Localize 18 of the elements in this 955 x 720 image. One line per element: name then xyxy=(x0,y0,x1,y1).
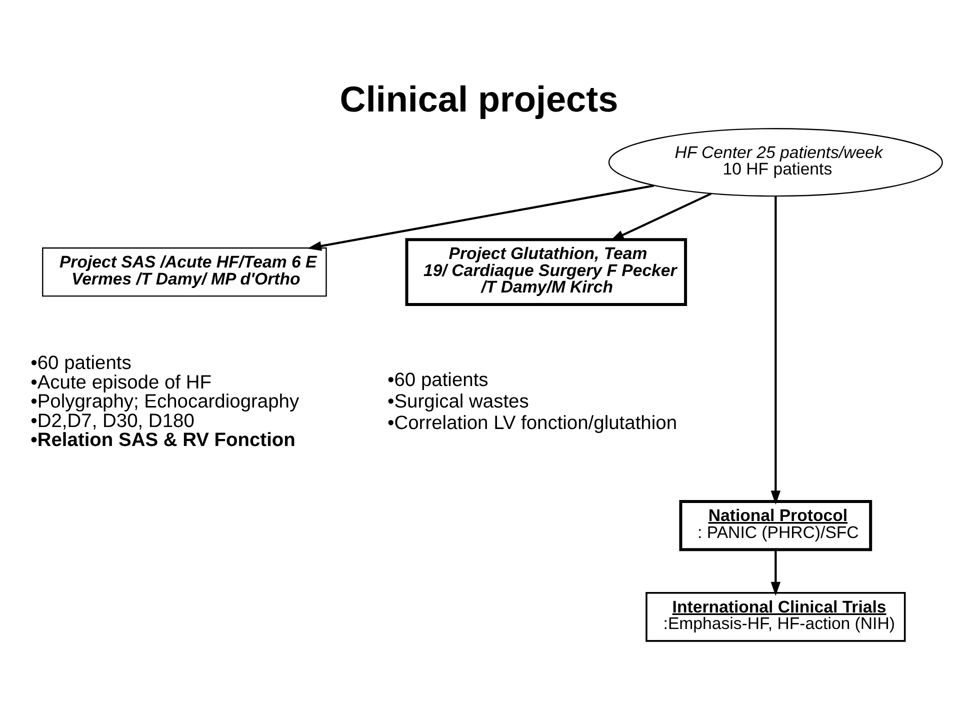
node-box: International Clinical Trials :Emphasis-HF, HF-action (NIH) xyxy=(645,592,906,642)
node-label: •Relation SAS & RV Fonction xyxy=(30,430,295,452)
arrow xyxy=(770,196,780,505)
node-label: •Surgical wastes xyxy=(387,392,528,413)
node-box: National Protocol : PANIC (PHRC)/SFC xyxy=(678,500,872,552)
node-box: Project SAS /Acute HF/Team 6 E Vermes /T Damy/ MP d'Ortho xyxy=(42,247,326,297)
node-ellipse: HF Center 25 patients/week 10 HF patients xyxy=(608,128,942,197)
node-label: •Acute episode of HF xyxy=(30,372,212,394)
node-label: •Correlation LV fonction/glutathion xyxy=(387,413,677,434)
node-label: •Polygraphy; Echocardiography xyxy=(30,392,299,413)
arrow xyxy=(306,184,654,251)
node-label: •60 patients xyxy=(30,353,131,374)
node-box: Project Glutathion, Team 19/ Cardiaque Surgery F Pecker /T Damy/M Kirch xyxy=(404,238,687,306)
arrow xyxy=(610,192,712,241)
node-label: •60 patients xyxy=(387,370,488,391)
node-label: •D2,D7, D30, D180 xyxy=(30,410,194,432)
diagram-title: Clinical projects xyxy=(339,78,618,120)
arrow xyxy=(770,550,780,596)
